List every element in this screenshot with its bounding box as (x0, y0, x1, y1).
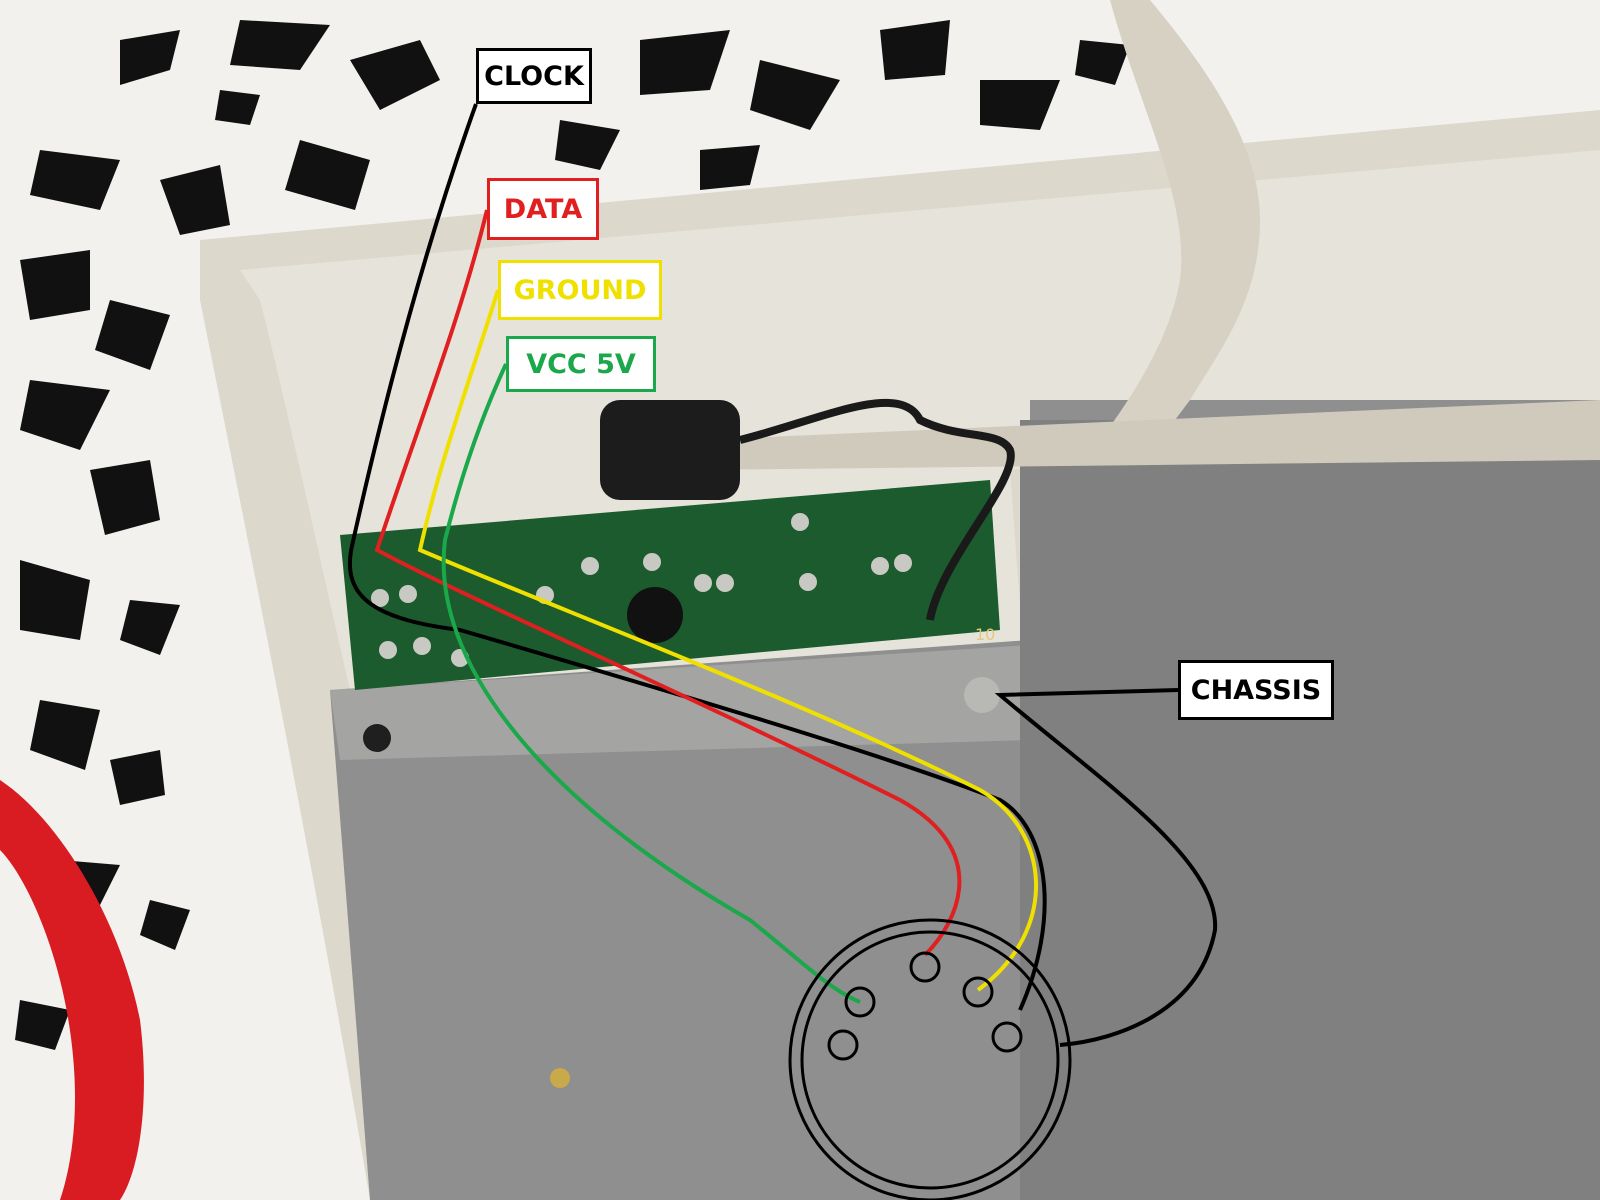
din-pin-data (909, 951, 941, 983)
pcb-rubber-foot (627, 587, 683, 643)
vcc-label: VCC 5V (506, 336, 656, 392)
din-connector-diagram (788, 918, 1072, 1200)
data-wire (374, 209, 962, 957)
din-pin-unused (827, 1029, 859, 1061)
ground-strap-wire (739, 398, 1015, 621)
pcb-solder-pads (371, 513, 912, 667)
red-cable-loop (0, 780, 144, 1200)
ground-wire (417, 289, 1038, 992)
ground-label: GROUND (498, 260, 662, 320)
pcb-marking: 10 (975, 625, 995, 644)
vcc-wire (441, 363, 861, 1004)
shield-plate-inner (1020, 420, 1600, 1200)
controller-pcb (340, 480, 1000, 690)
din-pin-ground (962, 976, 994, 1008)
din-pin-clock (991, 1021, 1023, 1053)
keyboard-cable (1100, 0, 1260, 440)
cable-run (700, 400, 1600, 470)
ferrite-bead (600, 400, 740, 500)
clock-label: CLOCK (476, 48, 592, 104)
chassis-label: CHASSIS (1178, 660, 1334, 720)
chassis-wire (994, 688, 1218, 1047)
clock-wire (348, 103, 1047, 1011)
table-speckles (15, 20, 1130, 1050)
din-pin-vcc (844, 986, 876, 1018)
screws (363, 677, 1000, 1088)
data-label: DATA (487, 178, 599, 240)
